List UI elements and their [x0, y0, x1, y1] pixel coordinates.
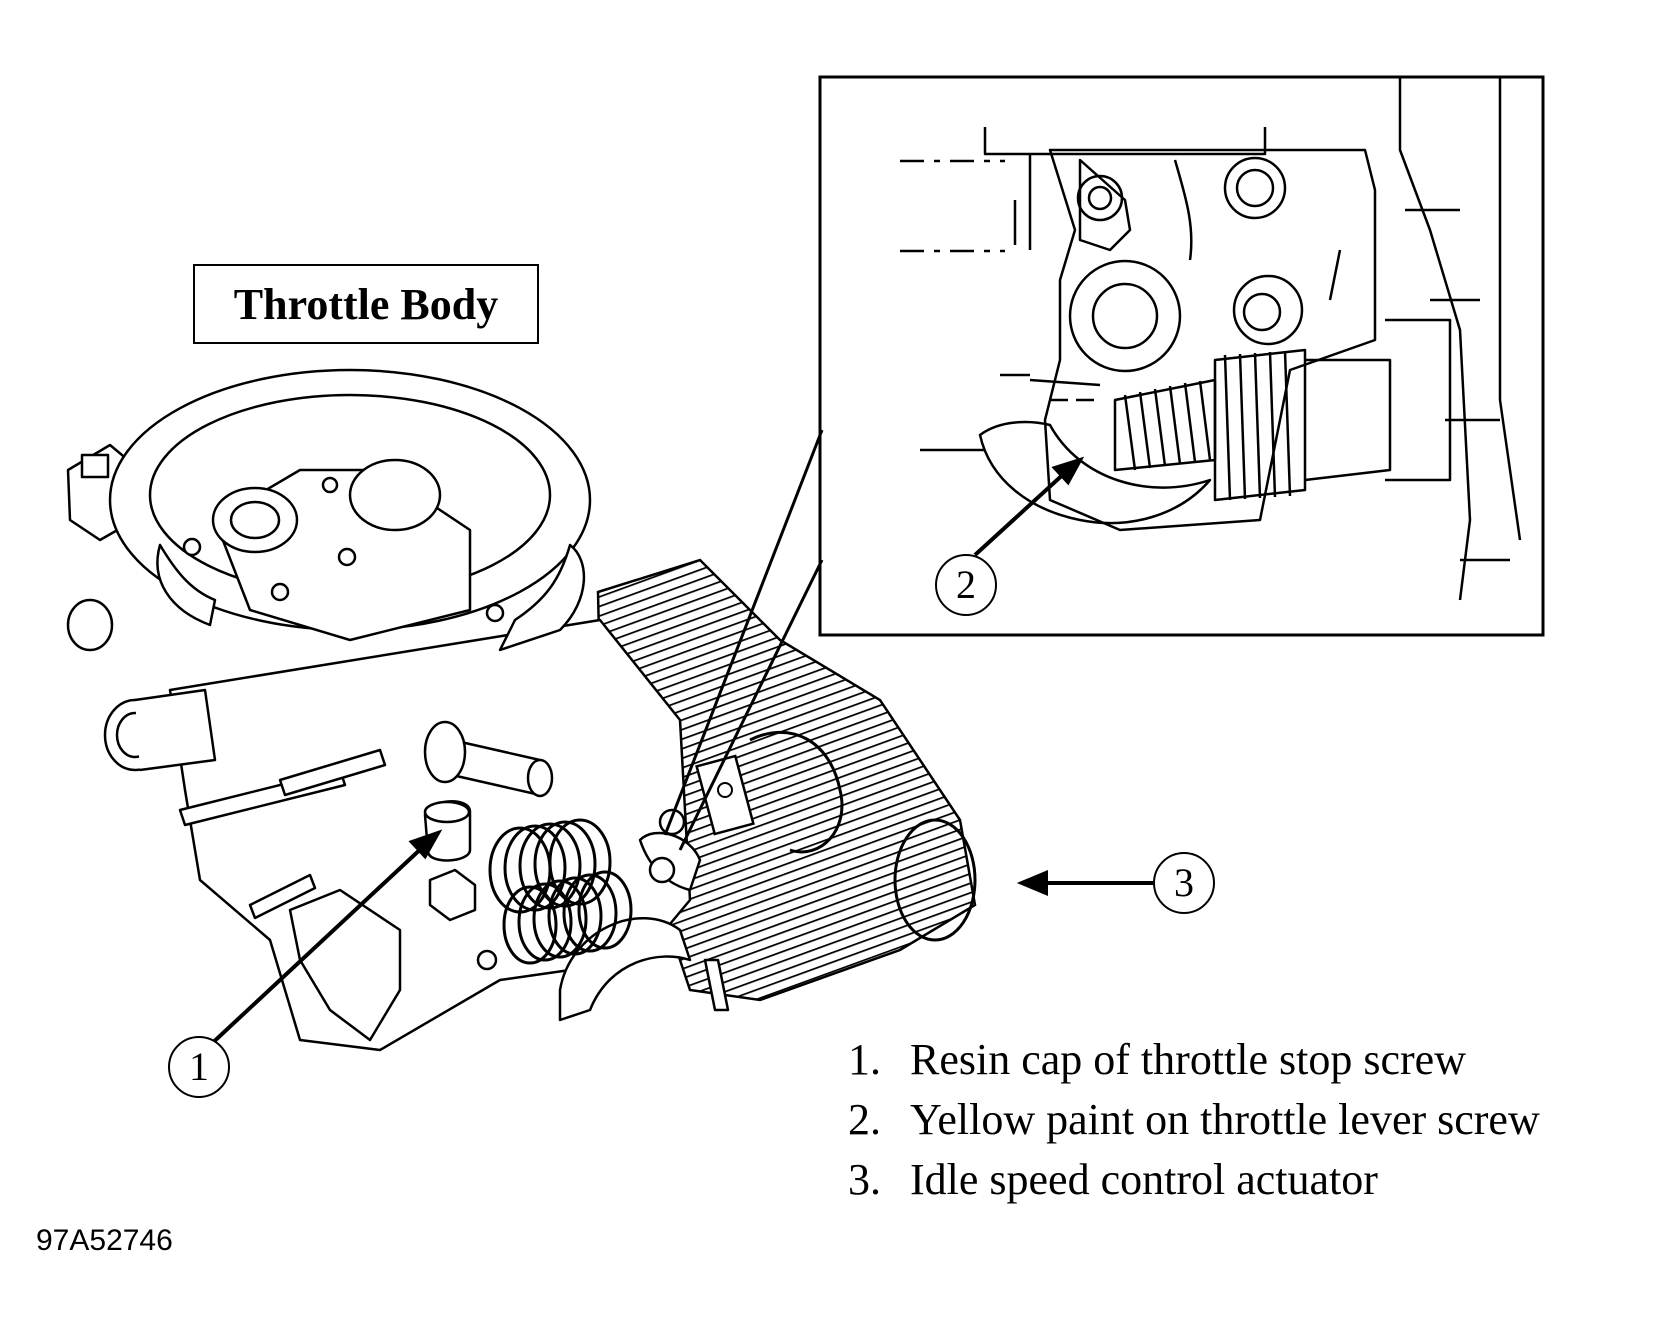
callout-arrows: [205, 456, 1158, 1050]
callout-3: 3: [1153, 852, 1215, 914]
throttle-body-main: [66, 368, 730, 1052]
legend-item-3: 3. Idle speed control actuator: [848, 1150, 1540, 1210]
figure-id: 97A52746: [36, 1224, 173, 1257]
callout-1: 1: [168, 1036, 230, 1098]
legend-number: 3.: [848, 1155, 881, 1204]
legend-text: Yellow paint on throttle lever screw: [910, 1095, 1540, 1144]
legend-text: Resin cap of throttle stop screw: [910, 1035, 1466, 1084]
inset-leader-lines: [663, 429, 824, 851]
inset-detail-view: [818, 75, 1545, 637]
legend-number: 1.: [848, 1035, 881, 1084]
diagram-title: Throttle Body: [193, 264, 539, 344]
legend-item-1: 1. Resin cap of throttle stop screw: [848, 1030, 1540, 1090]
legend-number: 2.: [848, 1095, 881, 1144]
legend: 1. Resin cap of throttle stop screw 2. Yel…: [848, 1030, 1540, 1210]
legend-item-2: 2. Yellow paint on throttle lever screw: [848, 1090, 1540, 1150]
callout-2: 2: [935, 554, 997, 616]
legend-text: Idle speed control actuator: [910, 1155, 1378, 1204]
